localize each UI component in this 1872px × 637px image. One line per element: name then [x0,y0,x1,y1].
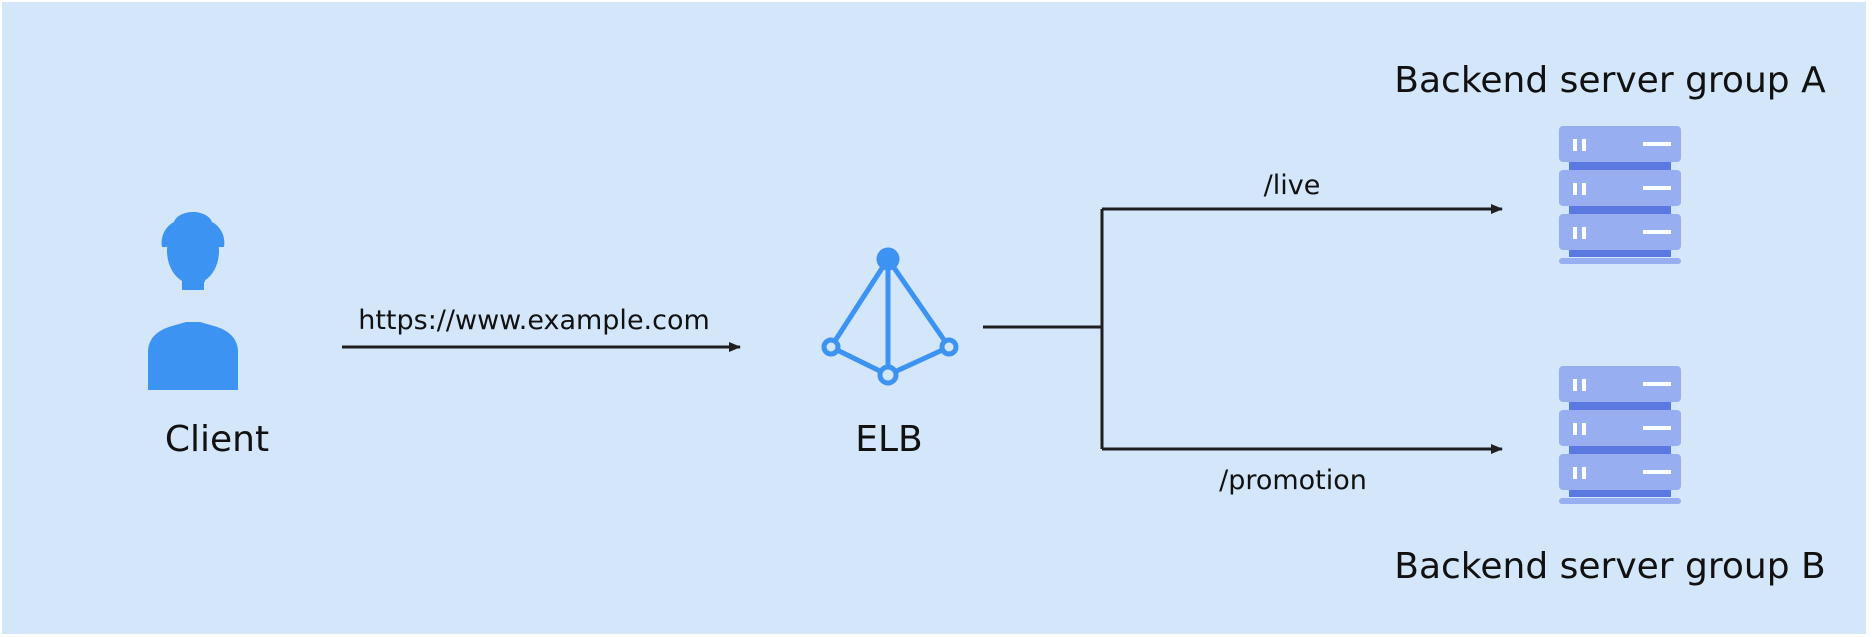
request-url-label: https://www.example.com [358,305,710,336]
server-rack-icon-a [1559,126,1681,264]
group-a-label: Backend server group A [1394,60,1826,101]
elb-label: ELB [855,419,923,460]
group-b-label: Backend server group B [1394,546,1825,587]
routing-connector [983,209,1104,449]
route-label-promotion: /promotion [1219,465,1367,496]
server-rack-icon-b [1559,366,1681,504]
client-label: Client [165,419,269,460]
route-label-live: /live [1264,170,1321,201]
elb-icon [821,247,959,386]
client-user-icon [148,212,238,390]
